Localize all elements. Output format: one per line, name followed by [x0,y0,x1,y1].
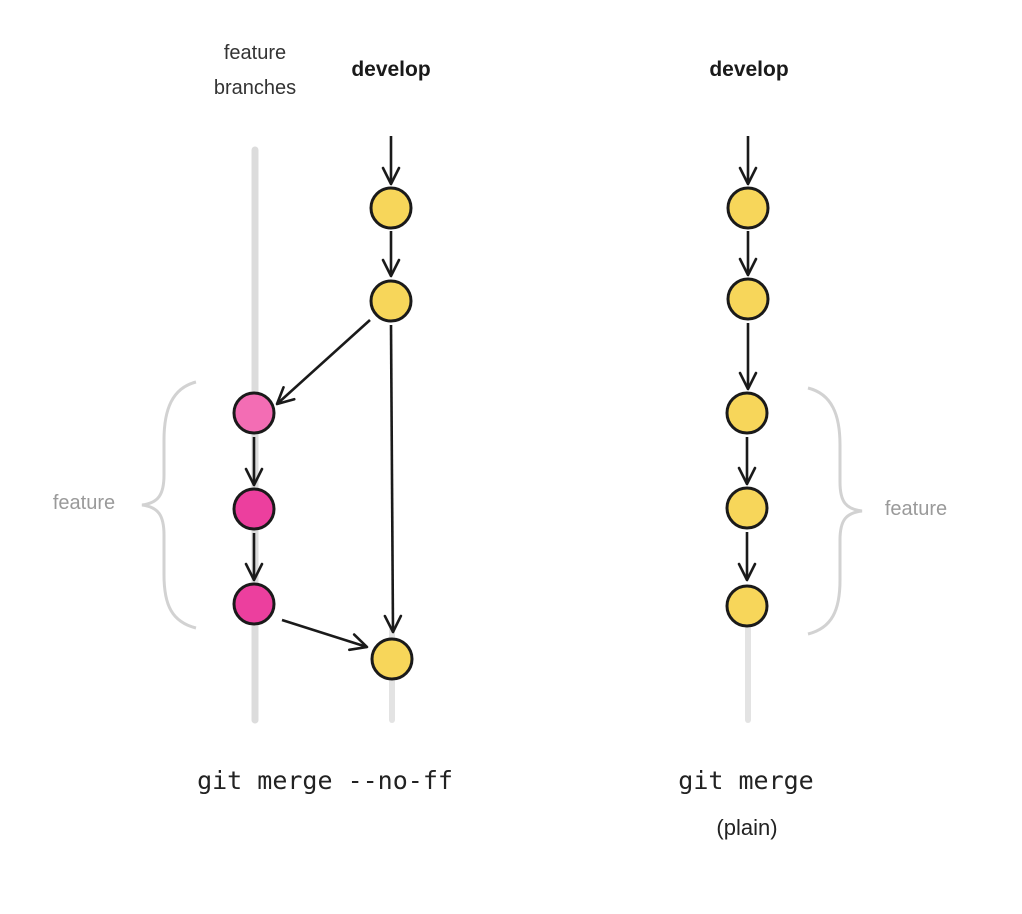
develop-label-right: develop [709,58,789,81]
merge-commit [370,637,414,681]
develop-commit-right-2 [726,277,770,321]
command-plain-note: (plain) [716,815,778,840]
develop-commit-right-5 [725,584,769,628]
command-plain: git merge [678,766,814,795]
feature-branches-label: feature branches [195,36,315,106]
feature-commit-1 [232,391,276,435]
develop-label-left: develop [351,58,431,81]
feature-brace-left [141,380,197,630]
branch-off-arrow [275,319,371,406]
feature-branches-label-line1: feature [223,42,287,64]
develop-commit-right-3 [725,391,769,435]
merge-arrow [281,618,369,652]
feature-branches-label-line2: branches [213,77,297,99]
command-no-ff: git merge --no-ff [197,766,453,795]
feature-label-left: feature [52,492,116,514]
feature-commit-2 [232,487,276,531]
develop-arrow-long-left [383,324,403,634]
develop-commit-left-1 [369,186,413,230]
develop-commit-right-1 [726,186,770,230]
feature-commit-3 [232,582,276,626]
develop-commit-left-2 [369,279,413,323]
feature-brace-right [807,386,863,636]
develop-commit-right-4 [725,486,769,530]
feature-label-right: feature [884,498,948,520]
